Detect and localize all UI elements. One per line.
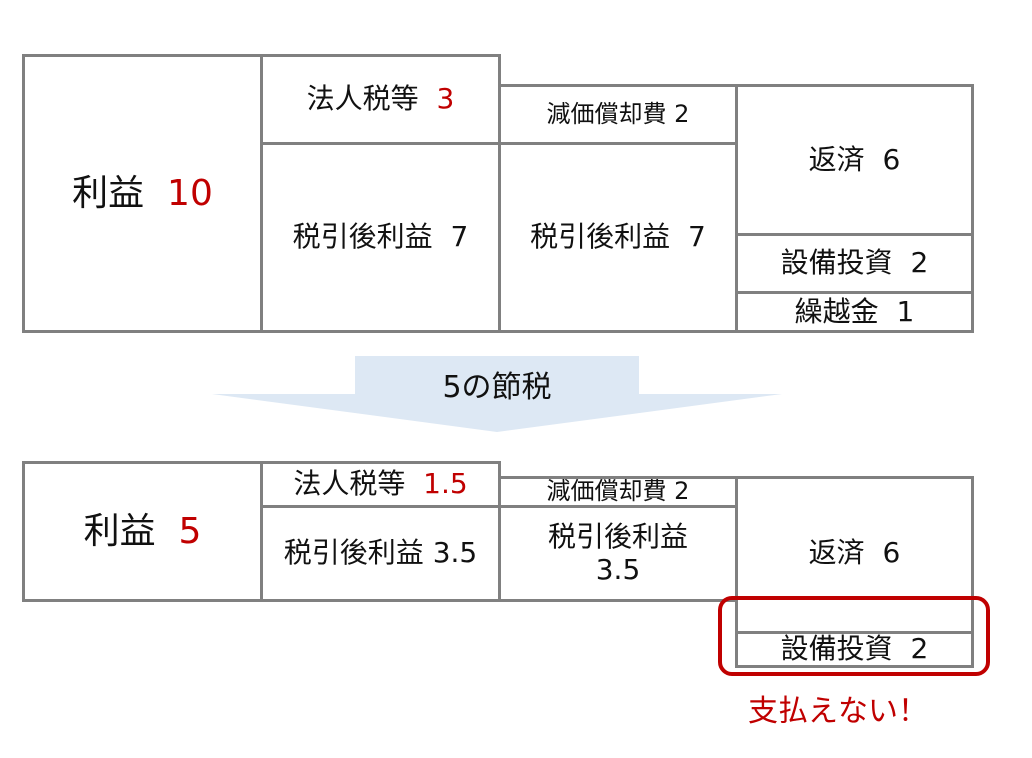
repayment-label: 返済 xyxy=(808,536,865,569)
after-corporate-tax-box: 法人税等 1.5 xyxy=(260,461,501,508)
after-profit-box: 利益 5 xyxy=(22,461,263,602)
after-tax-profit-label: 税引後利益 xyxy=(530,220,671,254)
repayment-value: 6 xyxy=(882,536,901,569)
carryover-label: 繰越金 xyxy=(794,294,879,328)
corporate-tax-label: 法人税等 xyxy=(293,467,406,501)
corporate-tax-value: 1.5 xyxy=(423,467,468,501)
down-arrow-icon xyxy=(212,356,782,432)
before-repayment-box: 返済 6 xyxy=(735,84,974,236)
tax-saving-label: 5の節税 xyxy=(442,370,552,405)
corporate-tax-label: 法人税等 xyxy=(306,82,419,116)
before-capex-box: 設備投資 2 xyxy=(735,233,974,294)
after-tax-profit-label: 税引後利益 xyxy=(292,220,433,254)
profit-label: 利益 xyxy=(72,172,145,214)
depreciation-value: 2 xyxy=(674,99,690,128)
before-profit-box: 利益 10 xyxy=(22,54,263,333)
after-repayment-box: 返済 6 xyxy=(735,476,974,634)
capex-label: 設備投資 xyxy=(780,246,893,280)
depreciation-label: 減価償却費 xyxy=(546,477,667,506)
after-after-tax-profit-right-box: 税引後利益 3.5 xyxy=(498,505,738,602)
after-tax-profit-value: 3.5 xyxy=(432,536,478,570)
profit-value: 5 xyxy=(178,510,202,552)
profit-label: 利益 xyxy=(83,510,156,552)
profit-value: 10 xyxy=(167,172,213,214)
after-tax-profit-value: 7 xyxy=(688,220,706,254)
repayment-value: 6 xyxy=(882,142,901,176)
after-capex-box: 設備投資 2 xyxy=(735,631,974,668)
depreciation-value: 2 xyxy=(674,477,690,506)
after-tax-profit-label: 税引後利益 xyxy=(283,536,424,570)
after-tax-profit-label: 税引後利益 xyxy=(547,520,688,554)
depreciation-label: 減価償却費 xyxy=(546,99,667,128)
corporate-tax-value: 3 xyxy=(436,82,455,116)
cannot-pay-warning: 支払えない！ xyxy=(748,694,928,729)
capex-value: 2 xyxy=(910,246,929,280)
capex-label: 設備投資 xyxy=(780,632,893,666)
before-after-tax-profit-right-box: 税引後利益 7 xyxy=(498,142,738,333)
after-after-tax-profit-left-box: 税引後利益 3.5 xyxy=(260,505,501,602)
after-tax-profit-value: 7 xyxy=(450,220,469,254)
before-carryover-box: 繰越金 1 xyxy=(735,291,974,333)
carryover-value: 1 xyxy=(896,294,915,328)
capex-value: 2 xyxy=(910,632,929,666)
after-depreciation-box: 減価償却費 2 xyxy=(498,476,738,508)
before-after-tax-profit-left-box: 税引後利益 7 xyxy=(260,142,501,333)
before-corporate-tax-box: 法人税等 3 xyxy=(260,54,501,145)
before-depreciation-box: 減価償却費 2 xyxy=(498,84,738,145)
after-tax-profit-value: 3.5 xyxy=(595,552,641,586)
shortfall-highlight xyxy=(718,596,990,676)
repayment-label: 返済 xyxy=(808,142,865,176)
